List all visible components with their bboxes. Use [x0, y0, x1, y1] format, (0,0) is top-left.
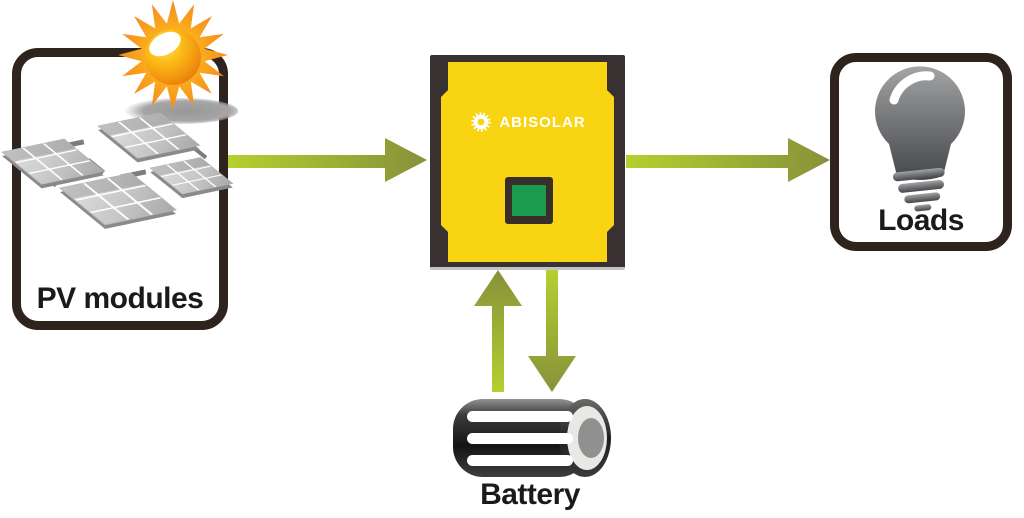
- arrow-inverter-to-battery: [528, 270, 576, 392]
- arrow-battery-to-inverter: [474, 270, 522, 392]
- battery-label: Battery: [480, 478, 580, 511]
- sun-icon: [118, 0, 228, 110]
- pv-modules-label: PV modules: [36, 282, 204, 315]
- battery-icon: [453, 399, 611, 477]
- light-bulb-icon: [875, 66, 965, 212]
- gear-logo-icon: [471, 112, 492, 132]
- solar-panels-icon: [0, 112, 234, 229]
- screen-glass: [512, 185, 546, 216]
- inverter-logo: ABISOLAR: [430, 109, 625, 135]
- arrow-pv-to-inverter: [228, 138, 427, 182]
- inverter-screen: [505, 177, 553, 224]
- inverter: ABISOLAR: [430, 55, 625, 270]
- arrow-inverter-to-loads: [626, 138, 830, 182]
- inverter-front-panel: [441, 62, 614, 262]
- inverter-brand-text: ABISOLAR: [499, 113, 586, 131]
